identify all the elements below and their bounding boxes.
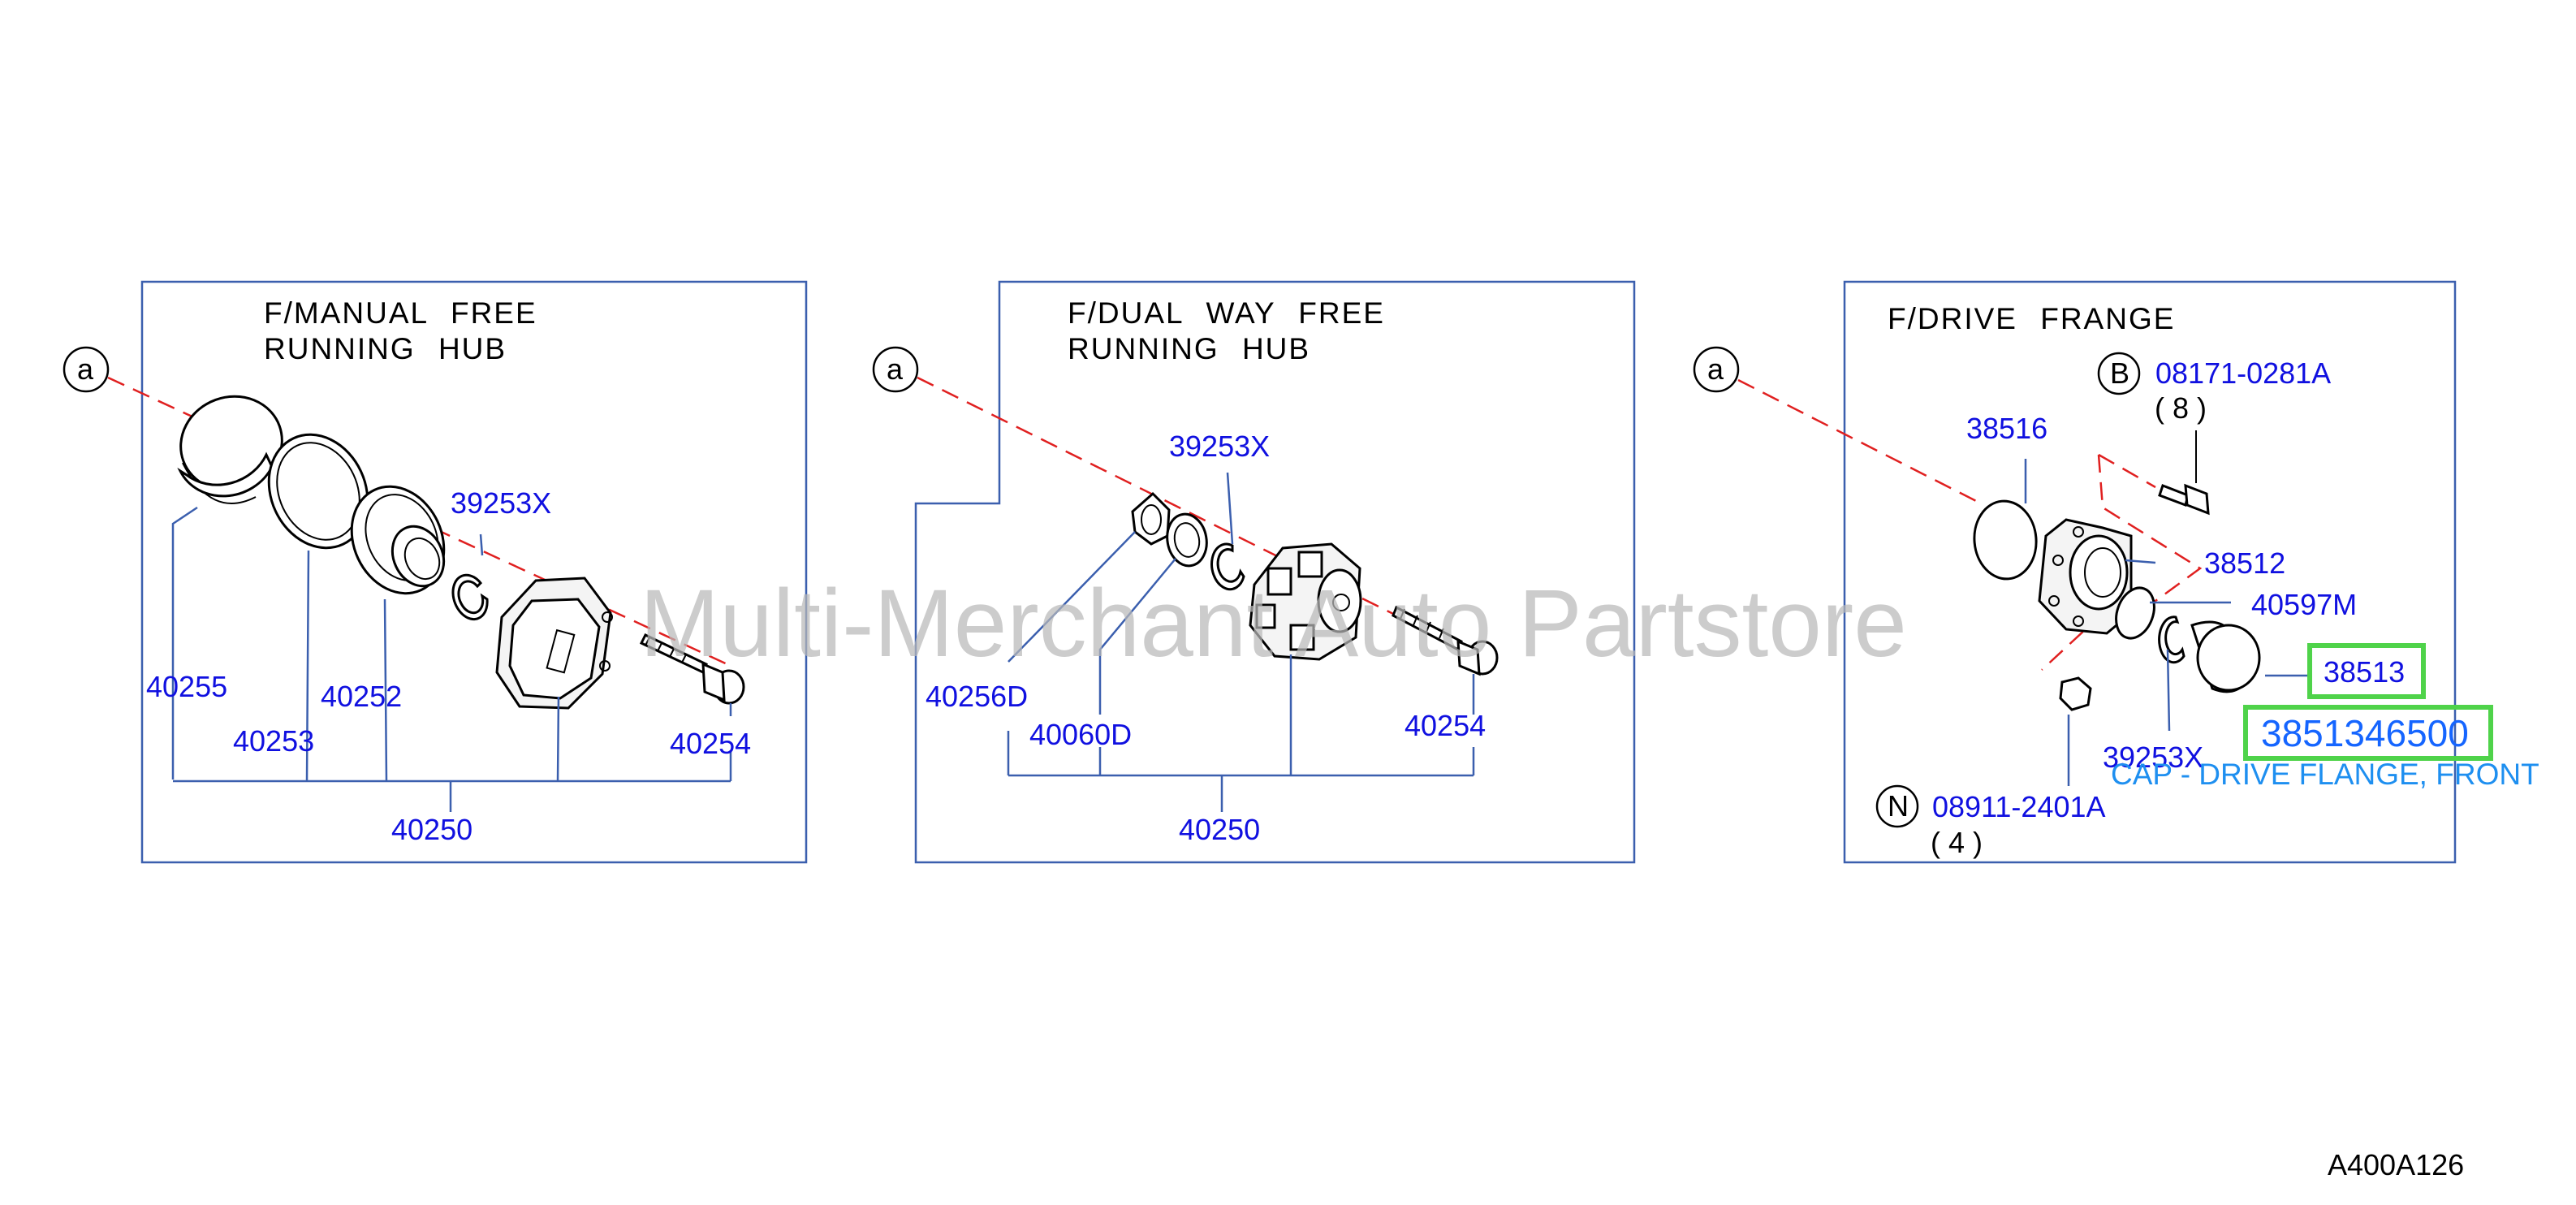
part-40256d-washer: [1131, 491, 1171, 546]
leaders-drive: [2024, 459, 2312, 786]
leaders-manual: [171, 506, 732, 812]
label-40597m-drive: 40597M: [2251, 588, 2357, 621]
highlight-box-38513: [2307, 643, 2426, 699]
callout-a-drive: [1693, 346, 1740, 393]
part-38513-cap: [2190, 620, 2261, 693]
label-38512-drive: 38512: [2204, 546, 2285, 580]
label-40254-manual: 40254: [670, 727, 751, 760]
panel-drive-frame: [1843, 280, 2457, 864]
axis-line-dual: [917, 376, 1482, 659]
part-39253x-snap-ring-manual: [451, 573, 489, 621]
part-40252-hub-body: [350, 485, 446, 595]
label-40255-manual: 40255: [146, 670, 227, 703]
part-free-running-hub-manual: [495, 577, 613, 710]
axis-line-drive: [1737, 378, 1982, 505]
callout-a-drive-letter: a: [1707, 352, 1724, 386]
label-nut-quantity: ( 4 ): [1931, 826, 1983, 859]
label-nut-part-number: 08911-2401A: [1932, 790, 2106, 823]
panel-dual-frame: [914, 280, 1636, 864]
label-39253x-manual: 39253X: [451, 486, 551, 520]
highlight-part-number[interactable]: 3851346500: [2261, 712, 2469, 754]
part-40597m-o-ring: [2115, 586, 2155, 640]
part-40060d-lock-washer: [1166, 512, 1208, 568]
panel-drive-flange: F/DRIVE FRANGE a B 08171-0281A ( 8 ): [1693, 280, 2457, 864]
part-40253-seal: [267, 433, 369, 550]
callout-a-manual-letter: a: [77, 352, 94, 386]
label-40250-dual: 40250: [1179, 813, 1260, 846]
label-38513-drive[interactable]: 38513: [2324, 655, 2405, 689]
panel-drive-title: F/DRIVE FRANGE: [1888, 302, 2175, 335]
part-40254-bolt-manual: [639, 633, 745, 705]
label-39253x-dual: 39253X: [1169, 430, 1270, 463]
bolt-axis-drive: [2041, 453, 2203, 671]
part-39253x-snap-ring-dual: [1210, 542, 1245, 591]
watermark: Multi-Merchant Auto Partstore: [640, 570, 1907, 677]
part-38516-gasket: [1973, 499, 2038, 581]
part-08171-0281a-bolt: [2158, 430, 2210, 516]
highlight-part-description: CAP - DRIVE FLANGE, FRONT: [2111, 758, 2539, 791]
leaders-dual: [1007, 472, 1475, 812]
label-40253-manual: 40253: [233, 724, 314, 758]
part-drive-flange: [2038, 518, 2133, 635]
panel-manual-title-line2: RUNNING HUB: [264, 332, 507, 365]
panel-dual-title-line1: F/DUAL WAY FREE: [1068, 296, 1385, 330]
panel-manual-title-line1: F/MANUAL FREE: [264, 296, 537, 330]
panel-dual-way-free-running-hub: F/DUAL WAY FREE RUNNING HUB a: [872, 280, 1636, 864]
callout-a-dual: [872, 346, 919, 393]
part-39253x-snap-ring-drive: [2158, 615, 2186, 664]
part-08911-2401a-nut: [2059, 676, 2092, 711]
label-40252-manual: 40252: [321, 680, 402, 713]
panel-manual-frame: [140, 280, 808, 864]
marker-n-nut: [1875, 784, 1919, 828]
label-39253x-drive: 39253X: [2103, 741, 2203, 774]
callout-a-dual-letter: a: [887, 352, 904, 386]
marker-n-letter: N: [1888, 789, 1909, 823]
part-free-running-hub-dual: [1249, 542, 1362, 661]
callout-a-manual: [63, 346, 110, 393]
label-38516-drive: 38516: [1966, 412, 2047, 445]
selected-part-highlight[interactable]: 3851346500 CAP - DRIVE FLANGE, FRONT: [2111, 705, 2539, 791]
panel-manual-free-running-hub: F/MANUAL FREE RUNNING HUB a: [63, 280, 808, 864]
marker-b-letter: B: [2110, 356, 2129, 390]
label-40060d-dual: 40060D: [1029, 718, 1132, 751]
label-40256d-dual: 40256D: [926, 680, 1028, 713]
marker-b-bolt: [2097, 352, 2141, 395]
panel-dual-title-line2: RUNNING HUB: [1068, 332, 1310, 365]
part-40254-bolt-dual: [1392, 605, 1499, 676]
highlight-box-part-number: [2243, 705, 2493, 761]
label-40254-dual: 40254: [1405, 709, 1486, 742]
part-40255-ring: [177, 395, 283, 504]
diagram-code: A400A126: [2328, 1148, 2464, 1181]
label-bolt-quantity: ( 8 ): [2155, 391, 2207, 425]
label-40250-manual: 40250: [391, 813, 472, 846]
label-bolt-part-number: 08171-0281A: [2155, 356, 2331, 390]
